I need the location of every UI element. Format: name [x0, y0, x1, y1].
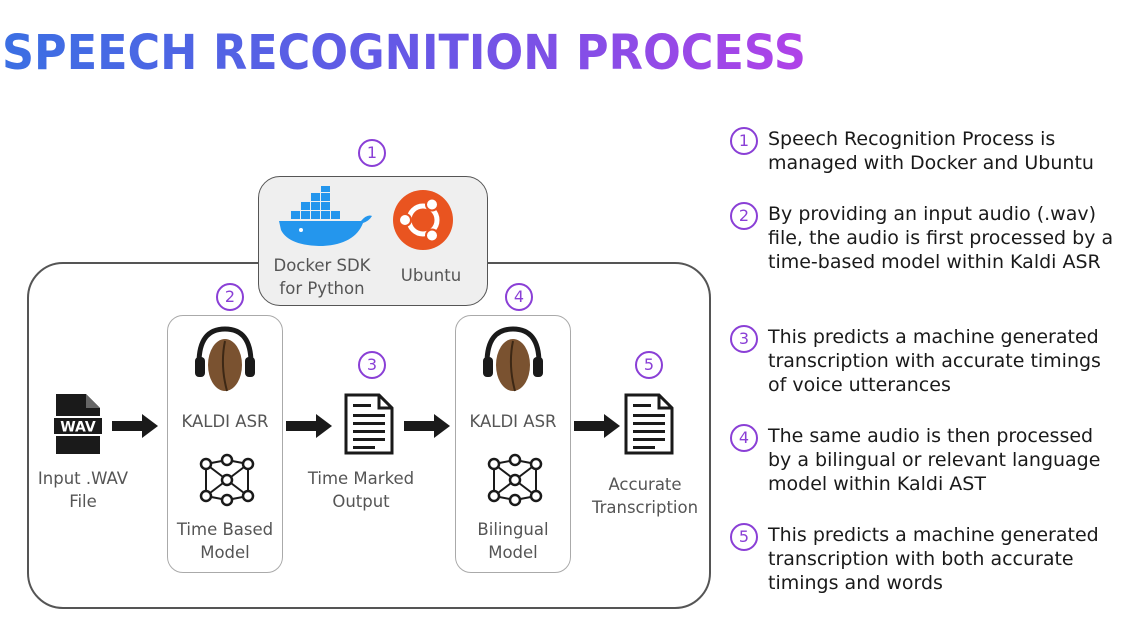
docker-whale-icon	[279, 186, 372, 246]
ubuntu-logo-icon	[393, 190, 453, 250]
arrow-right-icon	[574, 414, 620, 438]
note-number: 3	[730, 325, 758, 353]
neural-network-icon	[199, 453, 255, 507]
page-title: SPEECH RECOGNITION PROCESS	[2, 25, 806, 81]
note-number: 1	[730, 127, 758, 155]
kaldi-headphones-icon	[483, 326, 543, 392]
document-icon	[624, 393, 674, 455]
neural-network-icon	[487, 453, 543, 507]
accurate-transcription-label: Accurate Transcription	[591, 475, 699, 517]
note-text: This predicts a machine generated transc…	[768, 326, 1101, 396]
input-file-label: Input .WAV File	[37, 469, 129, 511]
docker-label: Docker SDK for Python	[273, 256, 371, 298]
time-based-model-label: Time Based Model	[176, 520, 274, 562]
note-number: 2	[730, 202, 758, 230]
note-number: 5	[730, 523, 758, 551]
page-title-graphic: SPEECH RECOGNITION PROCESS	[2, 25, 806, 81]
step-1-marker: 1	[358, 139, 386, 167]
kaldi-asr-label: KALDI ASR	[469, 412, 557, 431]
arrow-right-icon	[404, 414, 450, 438]
step-5-marker: 5	[635, 351, 663, 379]
note-text: This predicts a machine generated transc…	[768, 524, 1099, 594]
wav-badge-text: WAV	[60, 420, 96, 436]
arrow-right-icon	[112, 414, 158, 438]
kaldi-headphones-icon	[195, 326, 255, 392]
arrow-right-icon	[286, 414, 332, 438]
time-marked-output-label: Time Marked Output	[307, 469, 415, 511]
step-3-marker: 3	[358, 351, 386, 379]
step-4-marker: 4	[505, 283, 533, 311]
note-text: Speech Recognition Process is managed wi…	[768, 128, 1094, 174]
wav-file-icon: WAV	[52, 394, 104, 454]
kaldi-asr-label: KALDI ASR	[181, 412, 269, 431]
ubuntu-label: Ubuntu	[400, 266, 462, 285]
note-number: 4	[730, 424, 758, 452]
kaldi-asr-bilingual-model-box	[455, 315, 571, 573]
step-2-marker: 2	[216, 283, 244, 311]
document-icon	[344, 393, 394, 455]
note-text: The same audio is then processed by a bi…	[768, 425, 1101, 495]
bilingual-model-label: Bilingual Model	[477, 520, 549, 562]
note-text: By providing an input audio (.wav) file,…	[768, 203, 1114, 273]
